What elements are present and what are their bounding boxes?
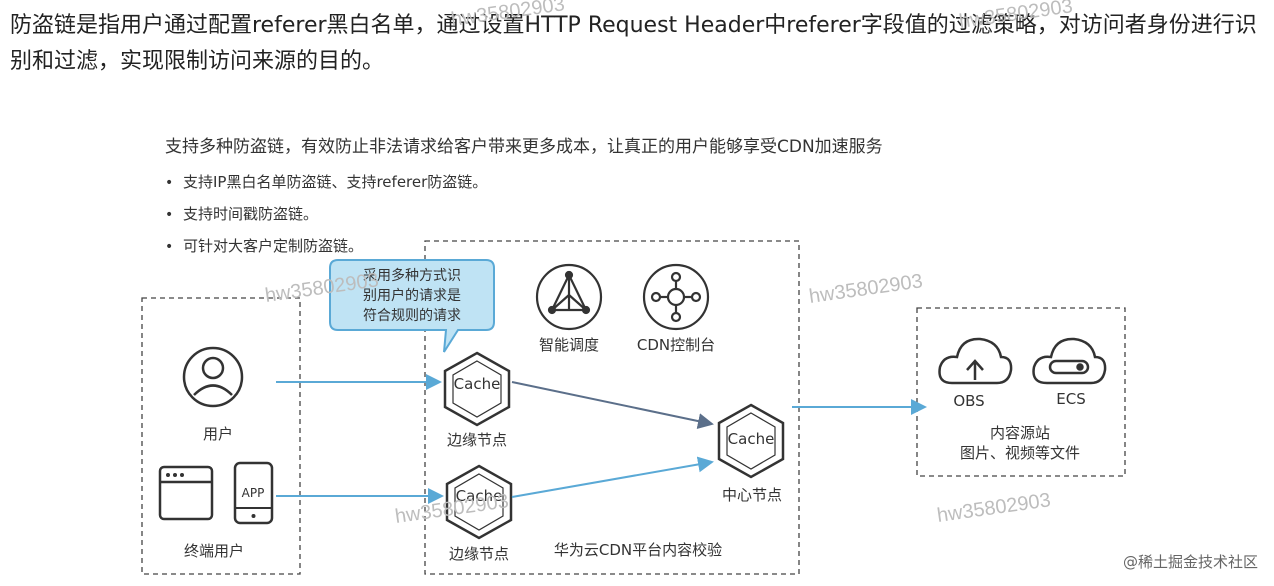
origin-group-box [916, 307, 1126, 477]
cdn-console-label: CDN控制台 [637, 336, 715, 354]
watermark: hw35802903 [808, 270, 925, 308]
watermark: hw35802903 [450, 0, 567, 31]
callout-text-line: 别用户的请求是 [363, 287, 461, 304]
obs-cloud-icon [938, 337, 1013, 385]
feature-item: 支持IP黑白名单防盗链、支持referer防盗链。 [165, 172, 487, 204]
diagram-subtitle: 支持多种防盗链，有效防止非法请求给客户带来更多成本，让真正的用户能够享受CDN加… [165, 137, 883, 157]
feature-item: 可针对大客户定制防盗链。 [165, 236, 487, 268]
center-cache-node-icon [717, 403, 785, 479]
edge-to-center-arrow [511, 456, 714, 498]
watermark: hw35802903 [958, 0, 1075, 33]
obs-label: OBS [953, 392, 984, 410]
smart-dispatch-icon [535, 263, 603, 331]
user-icon [182, 346, 244, 408]
edge-to-center-arrow [511, 381, 714, 429]
smart-dispatch-label: 智能调度 [539, 336, 599, 354]
callout-bubble: 采用多种方式识 别用户的请求是 符合规则的请求 [329, 259, 495, 353]
corner-attribution: @稀土掘金技术社区 [1122, 553, 1258, 571]
ecs-label: ECS [1056, 390, 1085, 408]
terminal-user-label: 终端用户 [184, 542, 244, 560]
watermark: hw35802903 [936, 489, 1053, 527]
ecs-cloud-icon [1032, 337, 1107, 385]
callout-text-line: 符合规则的请求 [363, 308, 461, 324]
cache-label: Cache [456, 487, 503, 505]
edge-node-label: 边缘节点 [449, 545, 509, 563]
cache-label: Cache [454, 375, 501, 393]
cdn-console-icon [642, 263, 710, 331]
callout-text-line: 采用多种方式识 [363, 267, 461, 284]
edge-cache-node-icon [443, 351, 511, 427]
edge-node-label: 边缘节点 [447, 431, 507, 449]
cache-label: Cache [728, 430, 775, 448]
feature-list: 支持IP黑白名单防盗链、支持referer防盗链。 支持时间戳防盗链。 可针对大… [165, 172, 487, 268]
mobile-phone-icon [233, 461, 274, 525]
platform-label: 华为云CDN平台内容校验 [554, 541, 722, 559]
edge-cache-node-icon [445, 464, 513, 540]
feature-item: 支持时间戳防盗链。 [165, 204, 487, 236]
origin-label: 内容源站 [990, 424, 1050, 442]
browser-window-icon [158, 465, 214, 521]
center-node-label: 中心节点 [722, 486, 782, 504]
intro-paragraph: 防盗链是指用户通过配置referer黑白名单，通过设置HTTP Request … [10, 13, 1257, 74]
app-label: APP [242, 486, 265, 500]
terminal-group-box [141, 297, 301, 575]
user-label: 用户 [203, 425, 233, 443]
origin-sub-label: 图片、视频等文件 [960, 444, 1080, 462]
